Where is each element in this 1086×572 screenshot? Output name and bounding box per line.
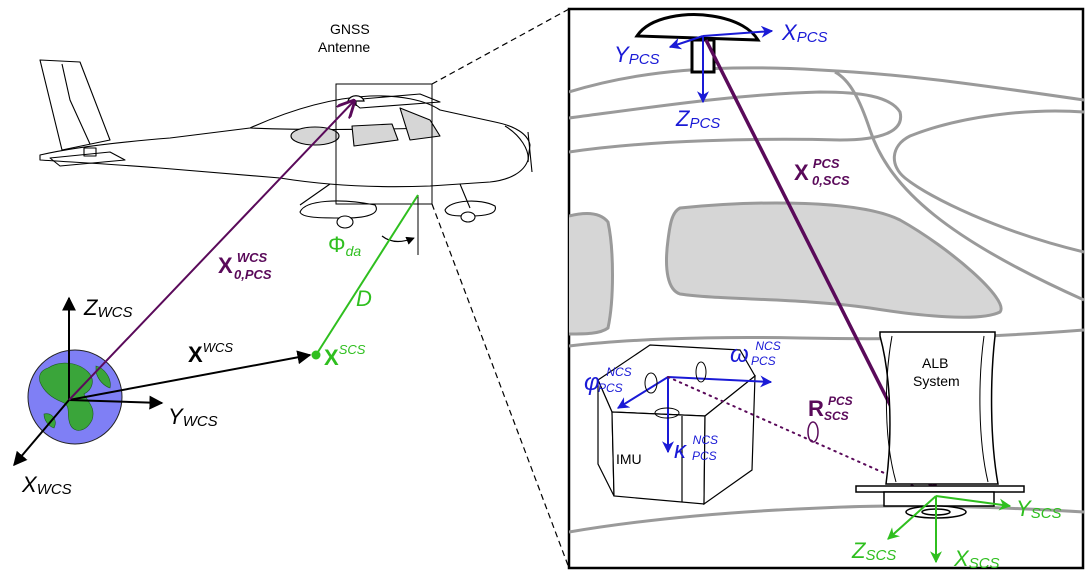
- wcs-y-axis: [68, 395, 164, 410]
- detail-bottom-line: [569, 504, 1084, 534]
- pcs-x-axis: [702, 25, 774, 38]
- alb-label-line1: ALB: [922, 355, 948, 371]
- aircraft-wheel-right: [460, 211, 476, 223]
- wcs-z-label: ZWCS: [83, 295, 132, 321]
- gnss-label-line2: Antenne: [318, 39, 370, 55]
- imu-kappa-label: κ NCS PCS: [674, 423, 725, 464]
- distance-d-label: D: [356, 286, 372, 311]
- zoom-leader-top: [431, 8, 570, 85]
- vector-x-wcs: [68, 350, 312, 401]
- imu-phi-label: φ NCS PCS: [584, 355, 638, 396]
- rotation-indicator: [807, 421, 819, 443]
- gnss-label-line1: GNSS: [330, 21, 370, 37]
- aircraft-window-3: [399, 107, 441, 141]
- earth-globe: [27, 349, 123, 445]
- zoom-source-box: [335, 83, 433, 205]
- detail-left-window: [569, 212, 614, 336]
- aircraft-strut: [299, 183, 471, 209]
- aircraft-window-1: [290, 126, 340, 146]
- detail-main-window: [665, 201, 1003, 319]
- detail-right-window: [892, 109, 1084, 254]
- scs-point-label: XSCS: [324, 342, 366, 370]
- wcs-y-label: YWCS: [168, 404, 218, 430]
- pcs-x-label: XPCS: [781, 20, 828, 46]
- pcs-z-label: ZPCS: [675, 106, 720, 132]
- imu-rotation-indicators: [644, 361, 707, 419]
- pcs-axes: [668, 25, 774, 104]
- scs-z-axis: [887, 495, 937, 540]
- aircraft-tail: [39, 59, 111, 151]
- rotation-r-label: R PCS SCS: [808, 385, 859, 423]
- distance-line-d: [315, 194, 419, 356]
- detail-top-window: [569, 90, 903, 154]
- alb-base-plate: [855, 485, 1025, 493]
- scs-axes: [887, 495, 1012, 564]
- alb-label-line2: System: [913, 373, 960, 389]
- scs-y-label: YSCS: [1016, 496, 1062, 522]
- imu-omega-label: ω NCS PCS: [730, 329, 787, 368]
- aircraft-gear-fairing-right: [444, 200, 496, 217]
- vector-x0-scs-pcs-label: X PCS 0,SCS: [794, 148, 850, 188]
- wcs-x-label: XWCS: [21, 472, 72, 498]
- imu-front-right: [703, 374, 756, 506]
- aircraft-nose: [504, 125, 529, 163]
- wcs-x-axis: [13, 399, 70, 467]
- detail-roof-line: [569, 66, 1084, 102]
- pcs-y-label: YPCS: [614, 42, 660, 68]
- aircraft-cabin-line: [249, 127, 431, 131]
- vector-x-wcs-label: XWCS: [188, 340, 233, 367]
- scs-x-label: XSCS: [953, 546, 1000, 572]
- phi-da-label: Φda: [328, 232, 361, 259]
- aircraft-wheel-left: [336, 215, 354, 229]
- alb-mount: [883, 491, 995, 507]
- pcs-y-axis: [668, 35, 704, 50]
- scs-point: [311, 350, 321, 360]
- aircraft-prop: [527, 131, 533, 173]
- aircraft-drawing: [39, 59, 533, 229]
- zoom-leader-bottom: [431, 203, 570, 569]
- imu-axes: [616, 375, 773, 454]
- aircraft-gear-fairing-left: [299, 200, 377, 219]
- aircraft-tail-bump: [83, 147, 97, 157]
- aircraft-window-2: [351, 123, 399, 147]
- phi-angle-arc: [381, 235, 415, 245]
- aircraft-stabilizer: [49, 151, 126, 167]
- vector-x0-pcs-wcs-label: X WCS 0,PCS: [218, 242, 273, 282]
- scs-y-axis: [935, 495, 1012, 511]
- imu-phi-axis: [616, 376, 669, 409]
- scs-z-label: ZSCS: [851, 538, 896, 564]
- imu-label: IMU: [616, 451, 642, 467]
- detail-aircraft-outlines: [569, 66, 1084, 534]
- detail-strut-curve: [834, 70, 1084, 302]
- vector-x0-pcs-wcs: [68, 101, 354, 401]
- wcs-axes: [13, 296, 164, 467]
- aircraft-tail-rudder: [61, 63, 91, 145]
- imu-omega-axis: [667, 375, 773, 388]
